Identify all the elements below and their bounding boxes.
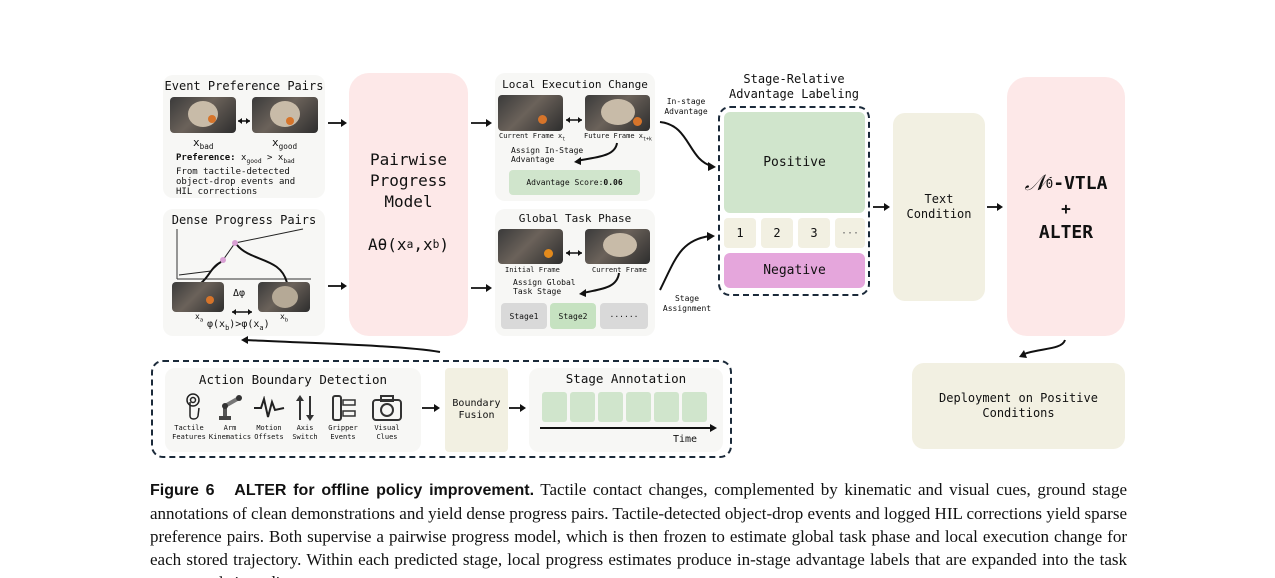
arrow-xa-xb — [231, 301, 253, 320]
feature-tactile: Tactile Features — [172, 424, 206, 441]
progress-curve-plot — [176, 228, 311, 282]
stage-annotation-title: Stage Annotation — [565, 371, 687, 386]
good-frame-image — [252, 97, 318, 133]
model-plus: + — [1061, 199, 1071, 218]
future-frame-label: Future Frame xt+k — [584, 132, 652, 143]
text-condition-box: Text Condition — [893, 113, 985, 301]
local-execution-panel: Local Execution Change Current Frame xt … — [495, 73, 655, 201]
xa-label: xa — [195, 312, 204, 324]
labeling-title: Stage-Relative Advantage Labeling — [728, 72, 860, 101]
current-frame-image — [498, 95, 563, 131]
negative-label: Negative — [724, 253, 865, 288]
deployment-label: Deployment on Positive Conditions — [939, 391, 1098, 420]
event-preference-description: From tactile-detected object-drop events… — [176, 167, 296, 197]
delta-phi-label: Δφ — [233, 288, 246, 299]
x-good-label: xgood — [272, 136, 298, 152]
gripper-icon — [332, 395, 356, 421]
stage-segment — [626, 392, 651, 422]
pairwise-model-title: Pairwise Progress Model — [369, 150, 448, 211]
action-boundary-title: Action Boundary Detection — [198, 372, 388, 387]
motion-offsets-icon — [254, 396, 285, 418]
stage-annotation-panel: Stage Annotation Time — [529, 368, 723, 452]
x-bad-label: xbad — [193, 136, 214, 152]
boundary-fusion-box: Boundary Fusion — [445, 368, 508, 452]
stage-assignment-label: Stage Assignment — [662, 294, 712, 313]
arrow-bad-to-good — [237, 111, 251, 124]
current-frame-label: Current Frame xt — [499, 132, 566, 143]
local-assign-arrow — [574, 142, 618, 165]
feature-gripper: Gripper Events — [328, 424, 358, 441]
stage-annotation-pipeline: Action Boundary Detection — [151, 360, 732, 458]
frame-xa-image — [172, 282, 224, 312]
positive-label: Positive — [724, 112, 865, 213]
action-boundary-panel: Action Boundary Detection — [165, 368, 421, 452]
initial-frame-label: Initial Frame — [505, 266, 560, 274]
in-stage-advantage-label: In-stage Advantage — [664, 97, 708, 116]
preference-line: Preference: xgood > xbad — [176, 153, 295, 165]
stage-segment — [570, 392, 595, 422]
camera-icon — [372, 395, 402, 421]
stage2-chip: Stage2 — [550, 303, 596, 329]
labeling-box: Positive 1 2 3 ··· Negative — [718, 106, 870, 296]
time-axis-arrow — [540, 424, 717, 432]
future-frame-image — [585, 95, 650, 131]
stage-segment — [542, 392, 567, 422]
event-preference-title: Event Preference Pairs — [164, 79, 324, 93]
text-condition-label: Text Condition — [906, 192, 972, 221]
connector-arrows — [241, 119, 1066, 412]
assign-in-stage-label: Assign In-Stage Advantage — [511, 146, 584, 164]
figure-caption: Figure 6 ALTER for offline policy improv… — [150, 478, 1127, 578]
boundary-fusion-label: Boundary Fusion — [452, 398, 501, 421]
stage-more-chip: ······ — [600, 303, 648, 329]
stage1-chip: Stage1 — [501, 303, 547, 329]
arrow-current-future — [565, 109, 583, 128]
stage-segment — [682, 392, 707, 422]
axis-switch-icon — [296, 395, 314, 421]
bin-more: ··· — [835, 218, 865, 248]
global-current-frame-image — [585, 229, 650, 264]
local-execution-title: Local Execution Change — [502, 78, 648, 91]
assign-global-label: Assign Global Task Stage — [513, 278, 576, 296]
arm-icon — [219, 395, 242, 420]
initial-frame-image — [498, 229, 563, 264]
deployment-box: Deployment on Positive Conditions — [912, 363, 1125, 449]
bin-2: 2 — [761, 218, 793, 248]
global-task-panel: Global Task Phase Initial Frame Current … — [495, 209, 655, 336]
dense-progress-title: Dense Progress Pairs — [171, 213, 317, 227]
feature-motion: Motion Offsets — [254, 424, 284, 441]
progress-inequality: φ(xb)>φ(xa) — [207, 319, 270, 332]
event-preference-panel: Event Preference Pairs xbad xgood Prefer… — [163, 75, 325, 198]
stage-segment — [654, 392, 679, 422]
frame-xb-image — [258, 282, 310, 312]
tactile-icon — [186, 393, 200, 420]
bad-frame-image — [170, 97, 236, 133]
stage-segment — [598, 392, 623, 422]
advantage-score-chip: Advantage Score: 0.06 — [509, 170, 640, 195]
feature-axis: Axis Switch — [292, 424, 318, 441]
global-current-frame-label: Current Frame — [592, 266, 647, 274]
caption-label: Figure 6 ALTER for offline policy improv… — [150, 482, 535, 499]
caption-text: Tactile contact changes, complemented by… — [150, 480, 1127, 578]
bin-1: 1 — [724, 218, 756, 248]
feature-visual: Visual Clues — [374, 424, 400, 441]
feature-arm: Arm Kinematics — [208, 424, 252, 441]
bin-3: 3 — [798, 218, 830, 248]
arrow-initial-current — [565, 242, 583, 261]
model-alter: ALTER — [1038, 222, 1094, 243]
global-task-title: Global Task Phase — [518, 212, 632, 225]
global-assign-arrow — [579, 272, 620, 297]
time-label: Time — [673, 434, 698, 445]
dense-progress-panel: Dense Progress Pairs Δφ xa xb φ(xb)>φ(xa… — [163, 209, 325, 336]
xb-label: xb — [280, 312, 289, 324]
